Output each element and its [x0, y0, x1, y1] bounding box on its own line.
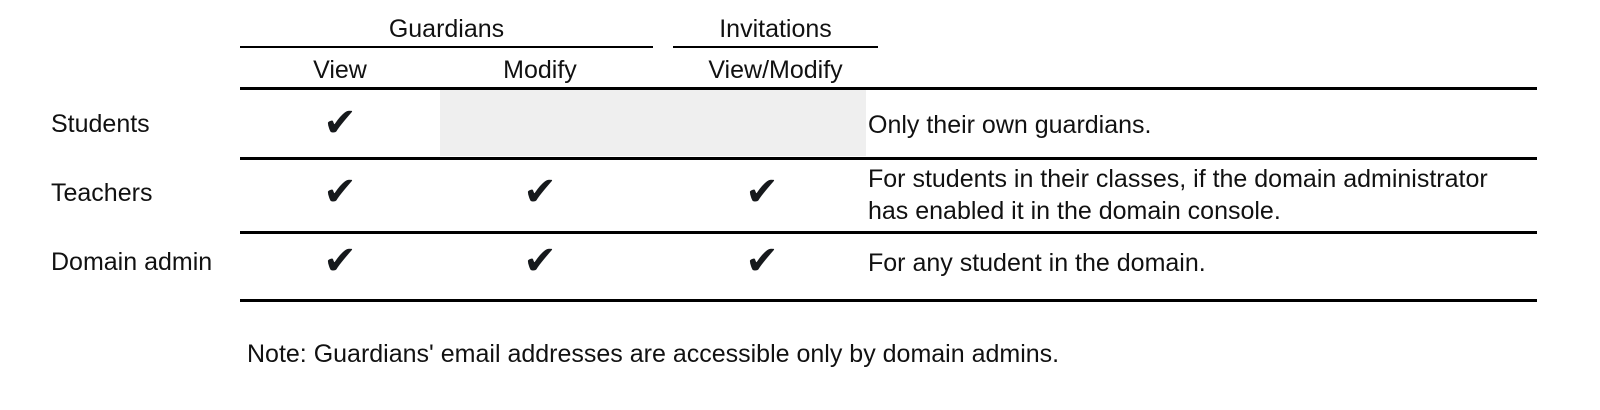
check-icon-teachers-invitations-view-modify: ✔ — [745, 169, 779, 215]
table-rule-bottom — [240, 299, 1537, 302]
row-label-domain-admin: Domain admin — [51, 248, 213, 276]
column-group-label-invitations: Invitations — [719, 15, 832, 43]
row-note-students: Only their own guardians. — [868, 109, 1528, 141]
column-header-guardians-view: View — [313, 56, 367, 84]
row-note-domain-admin-line1: For any student in the domain. — [868, 249, 1206, 277]
group-rule-invitations — [673, 46, 878, 48]
row-note-teachers-line1: For students in their classes, if the do… — [868, 165, 1488, 193]
table-rule-top — [240, 87, 1537, 90]
table-rule-after-teachers — [240, 231, 1537, 234]
table-footnote: Note: Guardians' email addresses are acc… — [247, 340, 1060, 368]
row-note-teachers-line2: has enabled it in the domain console. — [868, 197, 1281, 225]
check-icon-domain-admin-guardians-modify: ✔ — [523, 238, 557, 284]
table-rule-after-students — [240, 157, 1537, 160]
row-note-domain-admin: For any student in the domain. — [868, 247, 1528, 279]
check-icon-students-guardians-view: ✔ — [323, 100, 357, 146]
check-icon-teachers-guardians-modify: ✔ — [523, 169, 557, 215]
column-header-invitations-view-modify: View/Modify — [708, 56, 843, 84]
column-header-guardians-modify: Modify — [503, 56, 577, 84]
row-label-students: Students — [51, 110, 150, 138]
disabled-cell-students-modify-invitations — [440, 90, 866, 156]
column-group-label-guardians: Guardians — [388, 15, 505, 43]
row-note-students-line1: Only their own guardians. — [868, 111, 1152, 139]
row-label-teachers: Teachers — [51, 179, 153, 207]
check-icon-teachers-guardians-view: ✔ — [323, 169, 357, 215]
row-note-teachers: For students in their classes, if the do… — [868, 163, 1528, 227]
check-icon-domain-admin-guardians-view: ✔ — [323, 238, 357, 284]
check-icon-domain-admin-invitations-view-modify: ✔ — [745, 238, 779, 284]
group-rule-guardians — [240, 46, 653, 48]
